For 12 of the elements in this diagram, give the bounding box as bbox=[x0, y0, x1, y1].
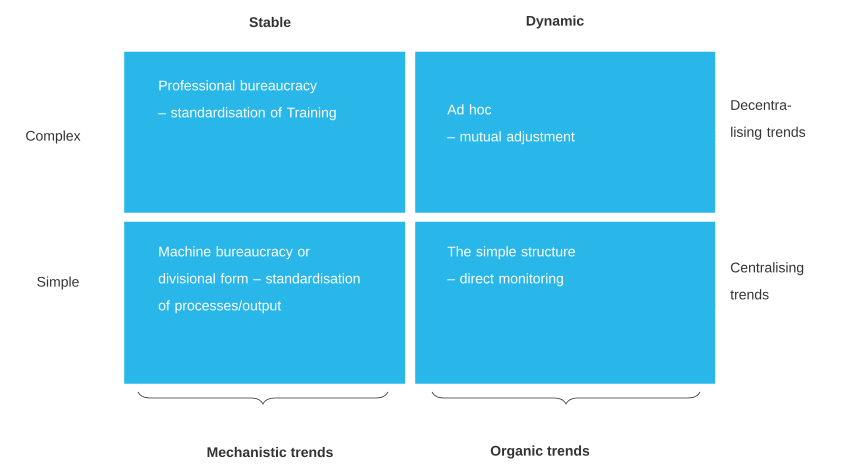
row-label: Simple bbox=[37, 276, 79, 290]
quadrant-box: Ad hoc – mutual adjustment bbox=[415, 52, 716, 213]
brace-label: Decentra- lising trends bbox=[731, 100, 806, 140]
column-heading: Dynamic bbox=[526, 15, 584, 28]
quadrant-box: The simple structure – direct monitoring bbox=[415, 222, 716, 384]
row-label: Complex bbox=[26, 130, 80, 144]
brace-label: Centralising trends bbox=[730, 262, 804, 300]
brace-label: Mechanistic trends bbox=[208, 446, 333, 458]
brace-label: Organic trends bbox=[490, 445, 590, 459]
quadrant-box: Machine bureaucracy or divisional form – standardisation of processes/output bbox=[124, 222, 406, 384]
quadrant-box: Professional bureaucracy – standardisation of Training bbox=[124, 52, 406, 213]
column-heading: Stable bbox=[249, 16, 291, 28]
